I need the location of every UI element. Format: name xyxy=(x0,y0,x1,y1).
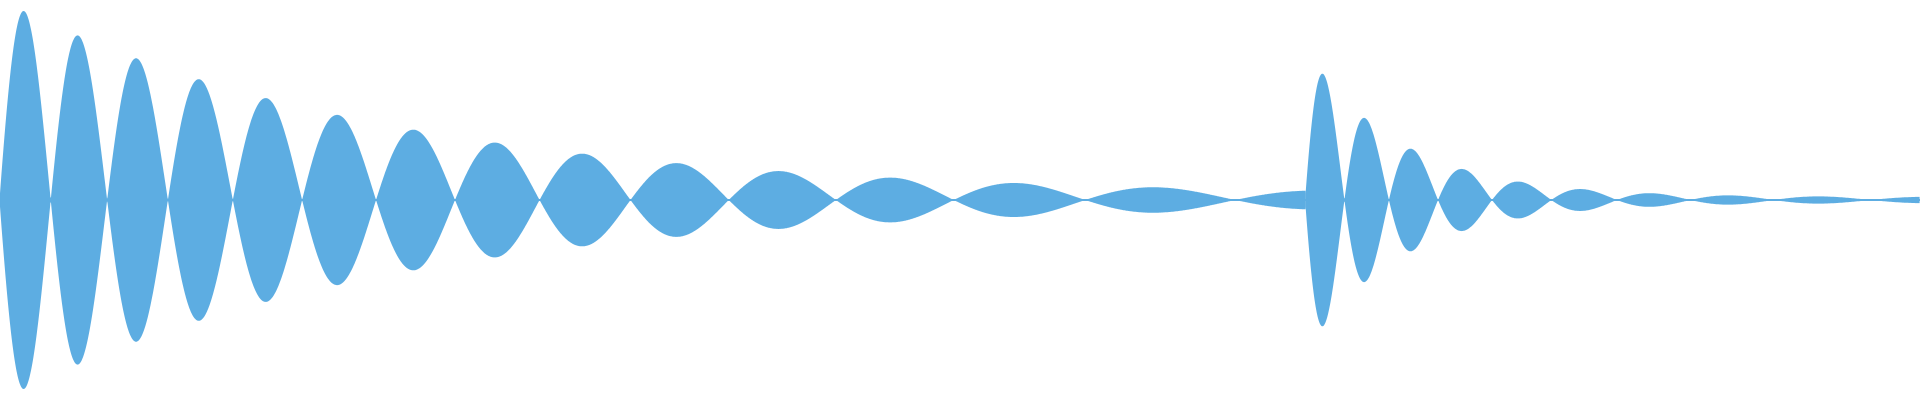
waveform-path-group xyxy=(0,11,1920,389)
